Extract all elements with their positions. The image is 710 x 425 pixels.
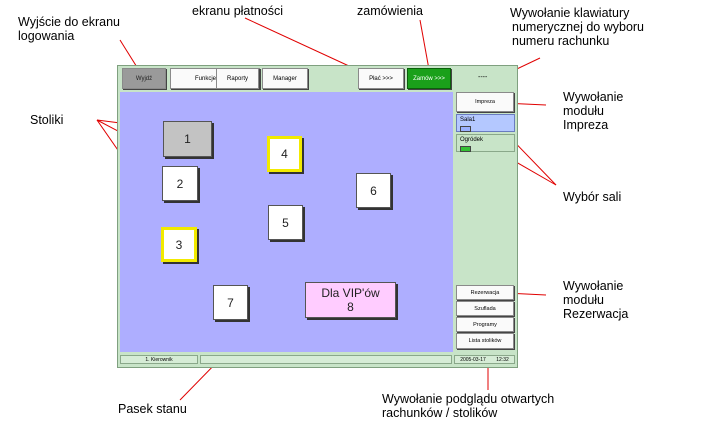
room-ogrodek-swatch [460,146,471,152]
order-button[interactable]: Zamów >>> [407,68,451,89]
reservation-button[interactable]: Rezerwacja [456,285,514,300]
table-2[interactable]: 2 [162,166,198,201]
room-sala1-swatch [460,126,471,132]
bill-number-display[interactable]: ---- [478,74,488,81]
vip-table-name: Dla VIP'ów [321,286,380,300]
programs-button[interactable]: Programy [456,317,514,332]
table-4[interactable]: 4 [267,136,302,172]
annotation-tables: Stoliki [30,113,64,127]
exit-button[interactable]: Wyjdź [122,68,166,89]
table-7[interactable]: 7 [213,285,248,320]
table-6[interactable]: 6 [356,173,391,208]
table-5[interactable]: 5 [268,205,303,240]
impreza-button[interactable]: Impreza [456,92,514,112]
status-bar: 1. Kierownik 2005-03-17 12:32 [120,355,515,365]
status-datetime: 2005-03-17 12:32 [454,355,515,364]
annotation-statusbar: Pasek stanu [118,402,187,416]
room-sala1-label: Sala1 [460,117,476,123]
table-1[interactable]: 1 [163,121,212,157]
status-time: 12:32 [496,356,509,363]
pay-button[interactable]: Płać >>> [358,68,404,89]
status-message [200,355,452,364]
vip-table-number: 8 [347,300,354,314]
room-ogrodek[interactable]: Ogródek [456,134,515,152]
manager-button[interactable]: Manager [262,68,308,89]
annotation-order: zamówienia [357,4,424,18]
table-3[interactable]: 3 [161,227,197,262]
room-ogrodek-label: Ogródek [460,137,484,143]
room-sala1[interactable]: Sala1 [456,114,515,132]
annotation-payment: ekranu płatności [192,4,284,18]
tables-list-button[interactable]: Lista stolików [456,333,514,349]
annotation-keyboard: Wywołanie klawiatury numerycznej do wybo… [510,6,645,48]
status-date: 2005-03-17 [460,356,486,363]
status-user: 1. Kierownik [120,355,198,364]
drawer-button[interactable]: Szuflada [456,301,514,316]
table-vip[interactable]: Dla VIP'ów 8 [305,282,396,318]
reports-button[interactable]: Raporty [216,68,259,89]
annotation-room-select: Wybór sali [563,190,622,204]
